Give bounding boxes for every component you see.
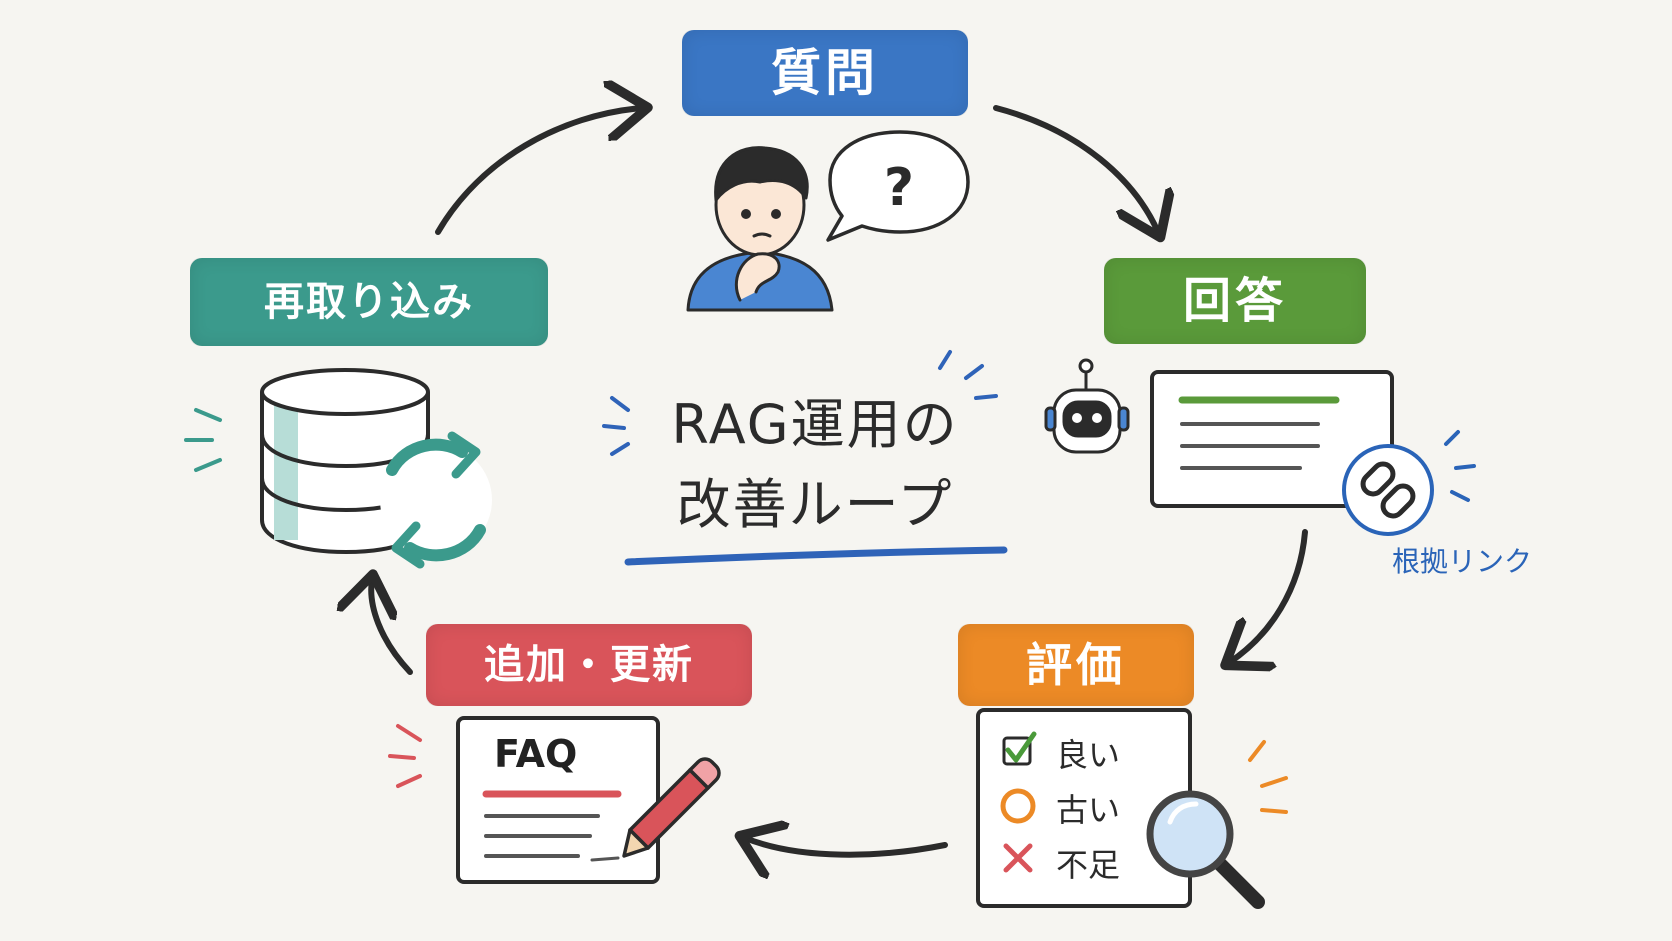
eval-item-good: 良い [1056, 736, 1121, 774]
question-label-bg [682, 30, 968, 116]
checkbox-checked-icon [1002, 731, 1037, 766]
arrow-reingest-to-question [435, 108, 642, 235]
question-bubble-icon: ? [826, 130, 970, 242]
pencil-icon [622, 757, 721, 858]
title-underline [624, 546, 1008, 566]
circle-icon [1000, 788, 1036, 824]
loop-arrows [371, 105, 1308, 855]
answer-label-bg [1104, 258, 1366, 344]
thinking-person-icon [686, 146, 834, 312]
arrow-answer-to-evaluate [1230, 529, 1308, 662]
step-label-question: 質問 [682, 30, 968, 116]
answer-card [1150, 370, 1394, 508]
arrow-evaluate-to-add [745, 838, 948, 855]
faq-card [456, 716, 660, 884]
step-label-evaluate: 評価 [958, 624, 1194, 706]
eval-spark-lines [1248, 740, 1288, 814]
faq-spark-lines [388, 724, 422, 788]
eval-item-insufficient: 不足 [1056, 846, 1121, 884]
step-label-reingest: 再取り込み [190, 258, 548, 346]
evaluate-label-bg [958, 624, 1194, 706]
evidence-link-label: 根拠リンク [1392, 545, 1533, 578]
svg-text:?: ? [884, 158, 914, 218]
link-icon [1342, 444, 1434, 536]
center-title-line2: 改善ループ [676, 473, 954, 536]
arrow-add-to-reingest [371, 580, 413, 675]
add-update-label-bg [426, 624, 752, 706]
arrow-question-to-answer [993, 105, 1158, 232]
cross-icon [1003, 843, 1033, 873]
title-spark-lines-left [602, 396, 630, 456]
db-spark-lines [184, 408, 222, 472]
eval-item-outdated: 古い [1056, 791, 1121, 829]
step-label-add-update: 追加・更新 [426, 624, 752, 706]
robot-icon [1044, 358, 1130, 454]
center-title-line1: RAG運用の [671, 393, 959, 456]
title-spark-lines-right [938, 350, 998, 400]
link-spark-lines [1444, 430, 1476, 502]
step-label-answer: 回答 [1104, 258, 1366, 344]
reingest-label-bg [190, 258, 548, 346]
faq-title: FAQ [494, 732, 578, 776]
refresh-icon [380, 431, 492, 569]
magnifier-icon [1146, 790, 1265, 909]
